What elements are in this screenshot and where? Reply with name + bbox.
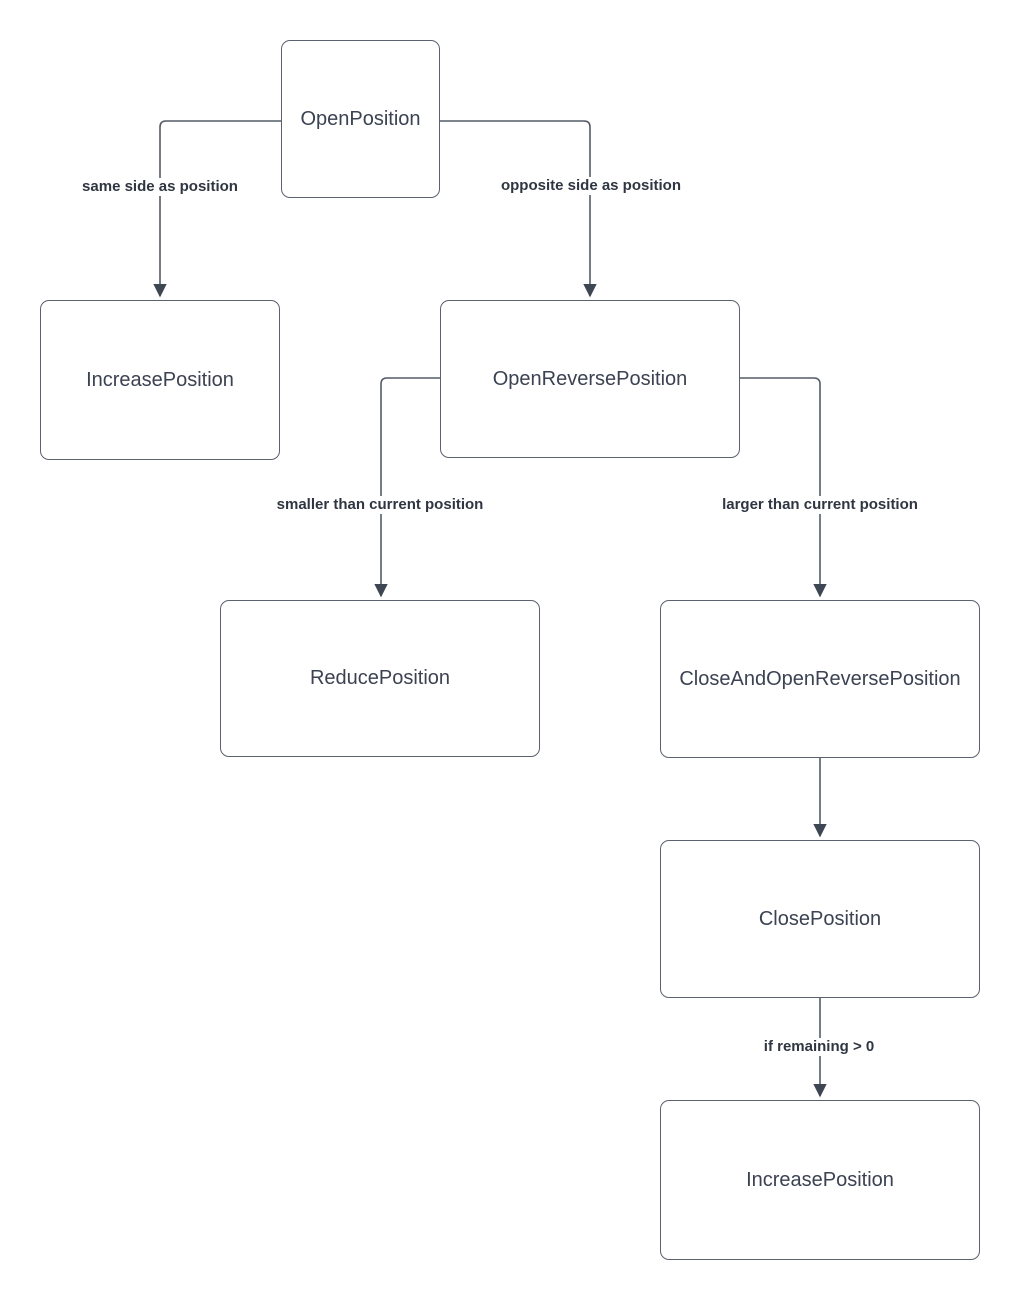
edge-label-same-side-as-position: same side as position xyxy=(79,178,241,196)
edge-openposition-to-openreverseposition xyxy=(440,120,597,298)
node-open-position-label: OpenPosition xyxy=(300,107,421,130)
node-close-position: ClosePosition xyxy=(660,840,980,998)
node-open-position: OpenPosition xyxy=(281,40,440,198)
edge-label-smaller-than-current-position: smaller than current position xyxy=(273,496,487,514)
edge-openreverseposition-to-closeandopenreverseposition xyxy=(740,377,827,598)
node-increase-position: IncreasePosition xyxy=(40,300,280,460)
node-increase-position-final: IncreasePosition xyxy=(660,1100,980,1260)
edge-openposition-to-increaseposition xyxy=(153,120,281,298)
node-close-and-open-reverse-position-label: CloseAndOpenReversePosition xyxy=(679,667,961,690)
edge-label-opposite-side-as-position: opposite side as position xyxy=(497,177,685,195)
node-close-and-open-reverse-position: CloseAndOpenReversePosition xyxy=(660,600,980,758)
node-increase-position-label: IncreasePosition xyxy=(86,368,234,391)
edge-label-if-remaining-gt-0: if remaining > 0 xyxy=(760,1038,878,1056)
node-open-reverse-position: OpenReversePosition xyxy=(440,300,740,458)
node-reduce-position-label: ReducePosition xyxy=(309,667,451,689)
node-close-position-label: ClosePosition xyxy=(758,907,882,930)
node-open-reverse-position-label: OpenReversePosition xyxy=(492,367,688,390)
edge-label-larger-than-current-position: larger than current position xyxy=(719,496,921,514)
node-increase-position-final-label: IncreasePosition xyxy=(746,1168,894,1191)
edge-openreverseposition-to-reduceposition xyxy=(374,377,440,598)
node-reduce-position: ReducePosition xyxy=(220,600,540,757)
